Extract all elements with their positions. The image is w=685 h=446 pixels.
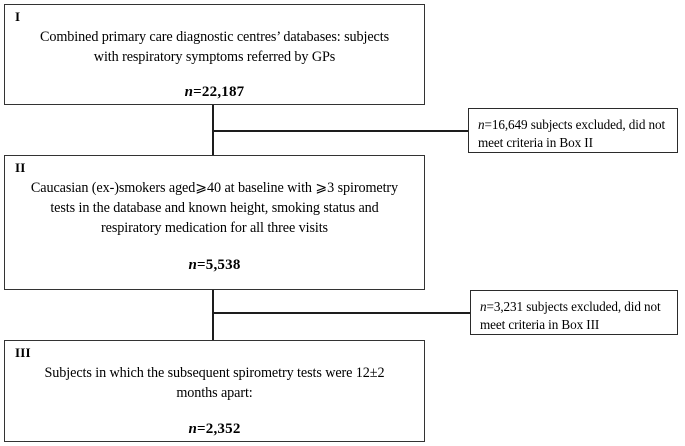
box-1-description: Combined primary care diagnostic centres… [40, 29, 389, 66]
box-3-description: Subjects in which the subsequent spirome… [44, 365, 385, 402]
box-1-n-value: =22,187 [193, 84, 245, 101]
box-2-roman-label: II [15, 160, 26, 175]
box-1: I Combined primary care diagnostic centr… [4, 4, 425, 105]
box-2-count: n=5,538 [5, 257, 424, 274]
box-1-roman-label: I [15, 9, 21, 24]
exclusion-1-n-symbol: n [478, 117, 485, 132]
connector-branch-2 [212, 312, 472, 314]
box-2-n-symbol: n [188, 257, 198, 274]
box-2-description: Caucasian (ex-)smokers aged⩾40 at baseli… [30, 180, 399, 237]
box-1-n-symbol: n [184, 84, 194, 101]
box-3: III Subjects in which the subsequent spi… [4, 340, 425, 442]
box-1-body: Combined primary care diagnostic centres… [5, 27, 424, 101]
box-3-n-symbol: n [188, 421, 198, 438]
exclusion-2-n-symbol: n [480, 299, 487, 314]
exclusion-1: n=16,649 subjects excluded, did not meet… [468, 108, 678, 153]
exclusion-2-body: =3,231 subjects excluded, did not meet c… [480, 299, 661, 333]
box-3-n-value: =2,352 [197, 421, 241, 438]
box-2-body: Caucasian (ex-)smokers aged⩾40 at baseli… [5, 178, 424, 274]
connector-trunk-2 [212, 290, 214, 340]
exclusion-2-text: n=3,231 subjects excluded, did not meet … [480, 298, 671, 334]
box-1-count: n=22,187 [5, 84, 424, 101]
box-3-roman-label: III [15, 345, 31, 360]
box-3-body: Subjects in which the subsequent spirome… [5, 363, 424, 438]
exclusion-2: n=3,231 subjects excluded, did not meet … [470, 290, 678, 335]
box-2-n-value: =5,538 [197, 257, 241, 274]
box-3-count: n=2,352 [5, 421, 424, 438]
exclusion-1-text: n=16,649 subjects excluded, did not meet… [478, 116, 671, 152]
connector-branch-1 [212, 130, 470, 132]
box-2: II Caucasian (ex-)smokers aged⩾40 at bas… [4, 155, 425, 290]
exclusion-1-body: =16,649 subjects excluded, did not meet … [478, 117, 666, 151]
